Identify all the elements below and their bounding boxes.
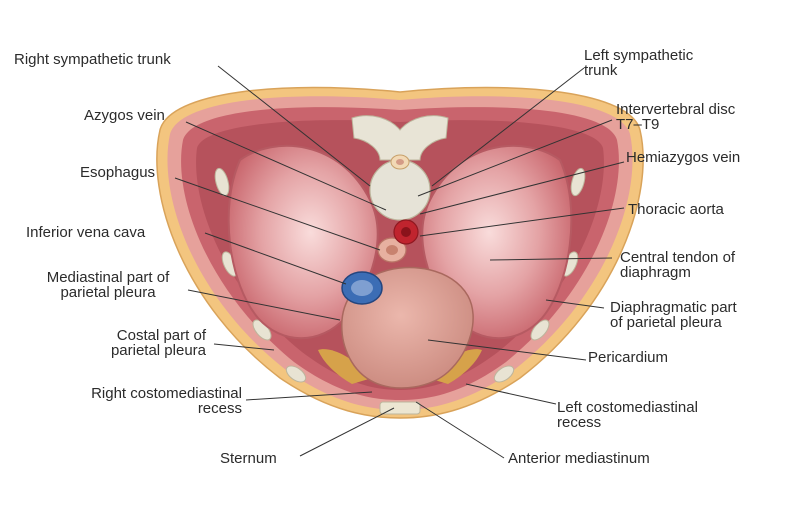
- vertebra: [351, 115, 449, 221]
- label-left-sympathetic-trunk: Left sympathetic trunk: [584, 47, 694, 79]
- label-right-costomediastinal-recess: Right costomediastinal recess: [91, 385, 242, 417]
- label-pericardium: Pericardium: [588, 349, 669, 366]
- label-diaphragmatic-pleura: Diaphragmatic part of parietal pleura: [610, 299, 737, 331]
- leader-lines: [174, 65, 625, 459]
- label-thoracic-aorta: Thoracic aorta: [628, 201, 724, 218]
- label-azygos-vein: Azygos vein: [84, 107, 165, 124]
- label-left-costomediastinal-recess: Left costomediastinal recess: [557, 399, 698, 431]
- ribs: [214, 167, 586, 383]
- label-intervertebral-disc: Intervertebral disc T7–T9: [616, 101, 736, 133]
- label-central-tendon: Central tendon of diaphragm: [620, 249, 736, 281]
- label-hemiazygos-vein: Hemiazygos vein: [626, 149, 741, 166]
- label-esophagus: Esophagus: [80, 164, 156, 181]
- fat-pad-right: [318, 349, 372, 384]
- label-mediastinal-pleura: Mediastinal part of parietal pleura: [46, 269, 170, 301]
- label-inferior-vena-cava: Inferior vena cava: [26, 224, 146, 241]
- sternum-shape: [379, 401, 421, 415]
- label-costal-pleura: Costal part of parietal pleura: [110, 327, 206, 359]
- label-anterior-mediastinum: Anterior mediastinum: [508, 450, 650, 467]
- label-right-sympathetic-trunk: Right sympathetic trunk: [14, 51, 171, 68]
- label-sternum: Sternum: [220, 450, 277, 467]
